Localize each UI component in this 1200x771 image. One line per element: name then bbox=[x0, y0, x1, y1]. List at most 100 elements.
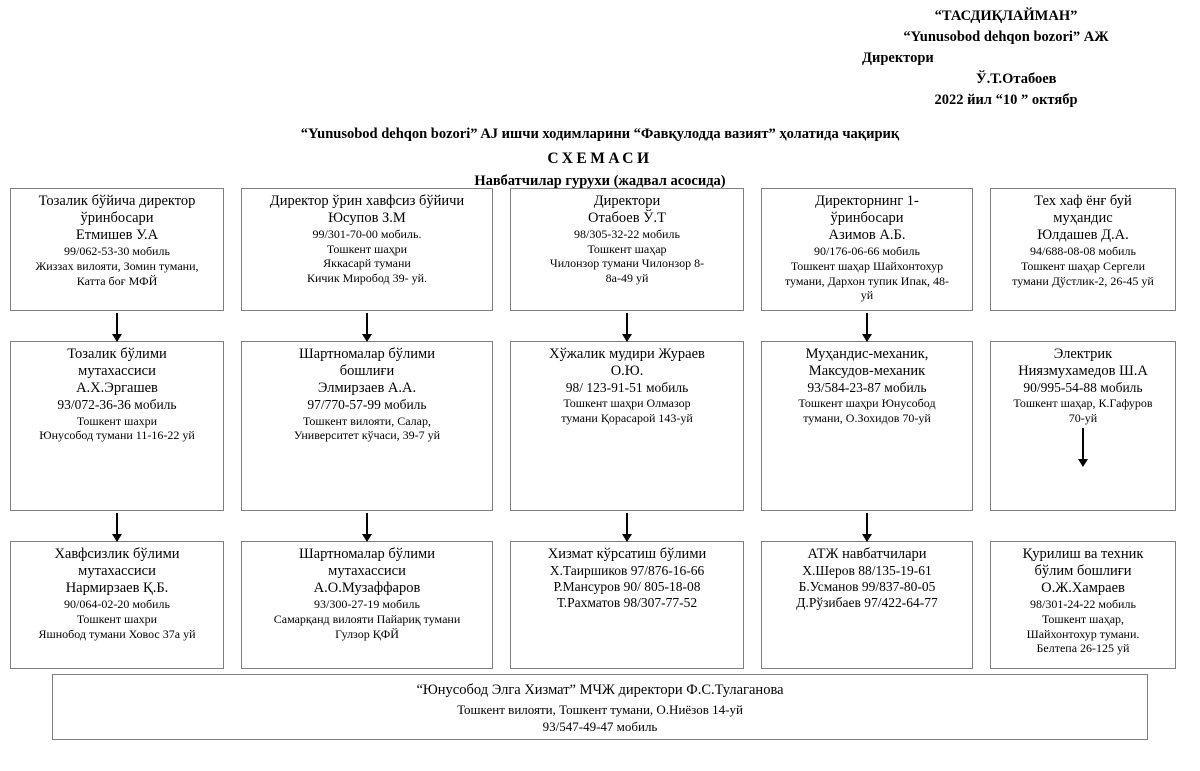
chart-box[interactable]: Хўжалик мудири Жураев О.Ю. 98/ 123-91-51… bbox=[510, 341, 744, 511]
box-person-name: Етмишев У.А bbox=[75, 227, 159, 244]
box-phone: 93/072-36-36 мобиль bbox=[57, 397, 177, 413]
chart-box[interactable]: Директорнинг 1- ўринбосари Азимов А.Б. 9… bbox=[761, 188, 973, 311]
box-address-line: Яккасарй тумани bbox=[323, 256, 411, 271]
title-line-3: Навбатчилар гурухи (жадвал асосида) bbox=[474, 173, 726, 189]
down-arrow-icon bbox=[366, 313, 368, 334]
connector-arrow-cell bbox=[990, 311, 1176, 341]
box-address-line: Тошкент шаҳри bbox=[326, 241, 408, 256]
box-person-name: Юсупов З.М bbox=[328, 210, 406, 227]
box-address-line: Катта боғ МФЙ bbox=[76, 273, 158, 288]
box-head-line: Электрик bbox=[1053, 346, 1113, 362]
box-head-line: Тозалик бўйича директор bbox=[38, 193, 196, 209]
chart-box[interactable]: Директори Отабоев Ў.Т 98/305-32-22 мобил… bbox=[510, 188, 744, 311]
box-address-line: Тошкент шаҳар bbox=[587, 241, 667, 256]
box-phone: 99/062-53-30 мобиль bbox=[64, 244, 170, 259]
box-person-name: А.О.Музаффаров bbox=[313, 580, 421, 597]
box-phone: 90/995-54-88 мобиль bbox=[1023, 380, 1143, 396]
connector-arrow-cell bbox=[761, 511, 973, 541]
box-address-line: Кичик Миробод 39- уй. bbox=[306, 271, 428, 286]
box-address-line: Юнусобод тумани 11-16-22 уй bbox=[39, 428, 195, 443]
box-address-line: Шайхонтохур тумани. bbox=[1026, 626, 1140, 641]
chart-box[interactable]: Тех хаф ёнғ буй муҳандис Юлдашев Д.А. 94… bbox=[990, 188, 1176, 311]
box-head-line: мутахассиси bbox=[328, 563, 406, 580]
chart-box[interactable]: Шартномалар бўлими бошлиғи Элмирзаев А.А… bbox=[241, 341, 493, 511]
box-address-line: Белтепа 26-125 уй bbox=[1036, 641, 1130, 656]
box-person-name: Юлдашев Д.А. bbox=[1037, 227, 1129, 244]
box-address-line: Тошкент шаҳар Шайхонтохур bbox=[790, 258, 944, 273]
down-arrow-icon bbox=[116, 313, 118, 334]
box-person-name: О.Ж.Хамраев bbox=[1041, 580, 1125, 597]
down-arrow-icon bbox=[866, 313, 868, 334]
box-address-line: Гулзор ҚФЙ bbox=[335, 626, 399, 641]
chart-box[interactable]: Директор ўрин хавфсиз бўйичи Юсупов З.М … bbox=[241, 188, 493, 311]
box-phone: 90/064-02-20 мобиль bbox=[64, 597, 170, 612]
chart-box[interactable]: Тозалик бўлими мутахассиси А.Х.Эргашев 9… bbox=[10, 341, 224, 511]
box-address-line: Тошкент шаҳар Сергели bbox=[1020, 258, 1146, 273]
box-phone: 99/301-70-00 мобиль. bbox=[312, 227, 422, 242]
connector-arrow-cell bbox=[10, 511, 224, 541]
box-address-line: Яшнобод тумани Ховос 37а уй bbox=[38, 626, 196, 641]
connector-arrow-cell bbox=[241, 511, 493, 541]
box-address-line: 70-уй bbox=[1068, 411, 1098, 426]
footer-line-3: 93/547-49-47 мобиль bbox=[542, 719, 658, 735]
box-address-line: Тошкент шаҳри Юнусобод bbox=[798, 396, 936, 411]
connector-arrow-cell bbox=[241, 311, 493, 341]
box-head-line: бўлим бошлиғи bbox=[1034, 563, 1132, 580]
box-phone: 93/300-27-19 мобиль bbox=[314, 597, 420, 612]
box-person-entry: Х.Таиршиков 97/876-16-66 bbox=[549, 563, 705, 579]
box-person-entry: Х.Шеров 88/135-19-61 bbox=[802, 563, 932, 579]
title-line-2: СХЕМАСИ bbox=[547, 150, 653, 167]
chart-box[interactable]: Тозалик бўйича директор ўринбосари Етмиш… bbox=[10, 188, 224, 311]
chart-box[interactable]: Шартномалар бўлими мутахассиси А.О.Музаф… bbox=[241, 541, 493, 669]
box-address-line: Университет кўчаси, 39-7 уй bbox=[293, 428, 441, 443]
box-head-line: Максудов-механик bbox=[808, 363, 926, 380]
box-phone: 97/770-57-99 мобиль bbox=[307, 397, 427, 413]
connector-arrow-cell bbox=[10, 311, 224, 341]
box-address-line: Тошкент шахри bbox=[76, 413, 158, 428]
box-head-line: Муҳандис-механик, bbox=[805, 346, 929, 362]
box-person-name: Азимов А.Б. bbox=[828, 227, 906, 244]
footer-line-2: Тошкент вилояти, Тошкент тумани, О.Ниёзо… bbox=[457, 701, 743, 717]
connector-arrow-cell bbox=[990, 511, 1176, 541]
approval-signer-name: Ў.Т.Отабоев bbox=[976, 71, 1057, 88]
chart-box[interactable]: Қурилиш ва техник бўлим бошлиғи О.Ж.Хамр… bbox=[990, 541, 1176, 669]
chart-column-contracts: Директор ўрин хавфсиз бўйичи Юсупов З.М … bbox=[241, 188, 493, 669]
box-address-line: 8а-49 уй bbox=[605, 271, 649, 286]
down-arrow-icon bbox=[1082, 427, 1084, 459]
box-phone: 94/688-08-08 мобиль bbox=[1030, 244, 1136, 259]
approval-line-1: “ТАСДИҚЛАЙМАН” bbox=[934, 8, 1078, 24]
box-head-line: Директорнинг 1- bbox=[815, 193, 919, 209]
box-person-name: А.Х.Эргашев bbox=[76, 380, 158, 397]
chart-box[interactable]: Хавфсизлик бўлими мутахассиси Нармирзаев… bbox=[10, 541, 224, 669]
box-phone: 90/176-06-66 мобиль bbox=[814, 244, 920, 259]
footer-box[interactable]: “Юнусобод Элга Хизмат” МЧЖ директори Ф.С… bbox=[52, 674, 1148, 740]
down-arrow-icon bbox=[626, 513, 628, 534]
down-arrow-icon bbox=[866, 513, 868, 534]
box-head-line: Хўжалик мудири Жураев bbox=[549, 346, 705, 362]
box-address-line: Тошкент шахри bbox=[76, 611, 158, 626]
box-person-name: Ниязмухамедов Ш.А bbox=[1018, 363, 1148, 380]
box-phone: 98/305-32-22 мобиль bbox=[574, 227, 680, 242]
chart-box[interactable]: Хизмат кўрсатиш бўлими Х.Таиршиков 97/87… bbox=[510, 541, 744, 669]
box-head-line: Шартномалар бўлими bbox=[299, 546, 435, 562]
chart-box[interactable]: Электрик Ниязмухамедов Ш.А 90/995-54-88 … bbox=[990, 341, 1176, 511]
box-person-entry: Т.Рахматов 98/307-77-52 bbox=[556, 595, 698, 611]
box-address-line: тумани Дўстлик-2, 26-45 уй bbox=[1012, 273, 1154, 288]
box-head-line: Директори bbox=[593, 193, 661, 209]
box-person-name: Нармирзаев Қ.Б. bbox=[65, 580, 169, 597]
chart-box[interactable]: Муҳандис-механик, Максудов-механик 93/58… bbox=[761, 341, 973, 511]
chart-box[interactable]: АТЖ навбатчилари Х.Шеров 88/135-19-61 Б.… bbox=[761, 541, 973, 669]
box-address-line: Жиззах вилояти, Зомин тумани, bbox=[35, 258, 199, 273]
chart-columns: Тозалик бўйича директор ўринбосари Етмиш… bbox=[10, 188, 1192, 669]
chart-column-tech-safety: Тех хаф ёнғ буй муҳандис Юлдашев Д.А. 94… bbox=[990, 188, 1176, 669]
box-head-line: ўринбосари bbox=[830, 210, 904, 227]
box-address-line: Чилонзор тумани Чилонзор 8- bbox=[549, 256, 705, 271]
box-head-line: Шартномалар бўлими bbox=[299, 346, 435, 362]
approval-date: 2022 йил “10 ” октябр bbox=[934, 92, 1078, 109]
connector-arrow-cell bbox=[510, 311, 744, 341]
connector-arrow-cell bbox=[510, 511, 744, 541]
org-chart: Тозалик бўйича директор ўринбосари Етмиш… bbox=[10, 188, 1192, 669]
approval-header: “ТАСДИҚЛАЙМАН” “Yunusobod dehqon bozori”… bbox=[826, 6, 1186, 111]
down-arrow-icon bbox=[366, 513, 368, 534]
box-person-entry: Б.Усманов 99/837-80-05 bbox=[798, 579, 936, 595]
